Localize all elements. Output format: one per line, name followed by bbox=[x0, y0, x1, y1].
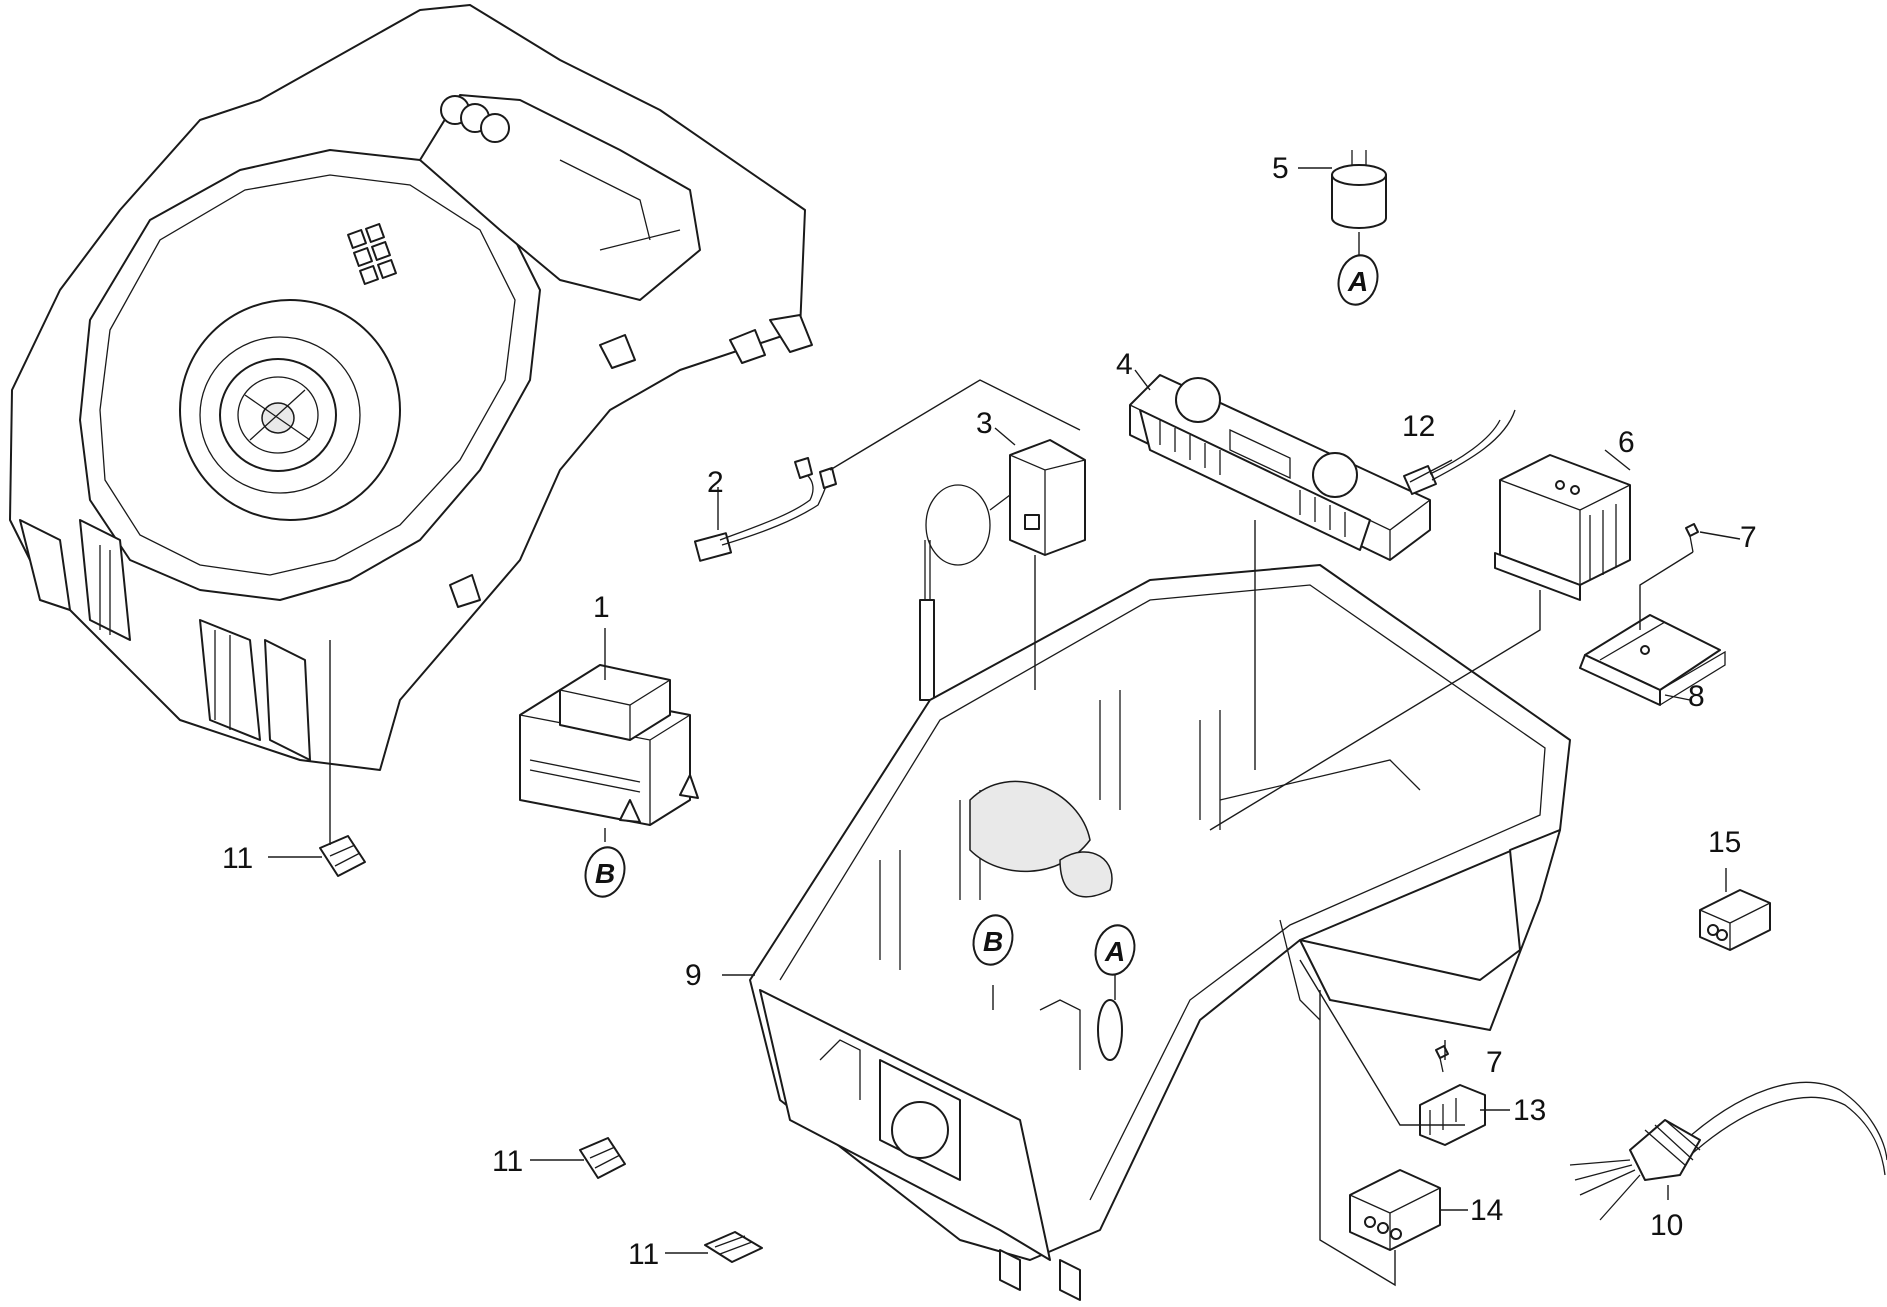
callout-1: 1 bbox=[593, 591, 610, 624]
marker-a-capacitor: A bbox=[1337, 254, 1379, 306]
marker-a-housing: A bbox=[1094, 924, 1136, 976]
part-terminal-15 bbox=[1699, 889, 1771, 951]
part-transformer bbox=[519, 664, 699, 826]
svg-text:B: B bbox=[595, 858, 615, 889]
callout-13: 13 bbox=[1513, 1094, 1546, 1127]
callout-10: 10 bbox=[1650, 1209, 1683, 1242]
callout-14: 14 bbox=[1470, 1194, 1503, 1227]
callout-5: 5 bbox=[1272, 152, 1289, 185]
part-terminal-14 bbox=[1349, 1169, 1441, 1251]
part-relay bbox=[919, 439, 1086, 701]
callout-15: 15 bbox=[1708, 826, 1741, 859]
top-cover bbox=[9, 4, 813, 771]
callout-3: 3 bbox=[976, 407, 993, 440]
svg-text:A: A bbox=[1347, 266, 1368, 297]
part-power-cord bbox=[1569, 1081, 1887, 1221]
part-capacitor bbox=[1331, 150, 1387, 229]
grid-logo-icon bbox=[347, 223, 397, 285]
callout-4: 4 bbox=[1116, 348, 1133, 381]
callout-11-left: 11 bbox=[222, 842, 253, 875]
callout-2: 2 bbox=[707, 466, 724, 499]
callout-numbers: 1 2 3 4 5 6 7 7 8 9 10 11 11 11 12 13 14… bbox=[222, 152, 1757, 1271]
marker-b-housing: B bbox=[972, 914, 1014, 966]
callout-8: 8 bbox=[1688, 680, 1705, 713]
part-circuit-board bbox=[1129, 374, 1431, 561]
part-clip-1 bbox=[319, 835, 366, 877]
callout-12: 12 bbox=[1402, 410, 1435, 443]
part-din-rail bbox=[1579, 614, 1726, 706]
callout-6: 6 bbox=[1618, 426, 1635, 459]
svg-text:B: B bbox=[983, 926, 1003, 957]
marker-b-transformer: B bbox=[584, 846, 626, 898]
part-clip-2 bbox=[579, 1137, 626, 1179]
callout-11-middle: 11 bbox=[492, 1145, 523, 1178]
callout-7-lower: 7 bbox=[1486, 1046, 1503, 1079]
part-contactor bbox=[1494, 454, 1631, 601]
callout-9: 9 bbox=[685, 959, 702, 992]
part-clip-3 bbox=[704, 1231, 763, 1263]
leader-lines bbox=[268, 167, 1741, 1287]
callout-11-bottom: 11 bbox=[628, 1238, 659, 1271]
part-housing bbox=[749, 564, 1571, 1301]
part-terminal-13 bbox=[1419, 1084, 1486, 1146]
part-screw-lower bbox=[1435, 1045, 1449, 1073]
part-screw bbox=[1685, 523, 1699, 553]
callout-7-upper: 7 bbox=[1740, 521, 1757, 554]
svg-text:A: A bbox=[1104, 936, 1125, 967]
part-wire-harness bbox=[693, 379, 1081, 562]
